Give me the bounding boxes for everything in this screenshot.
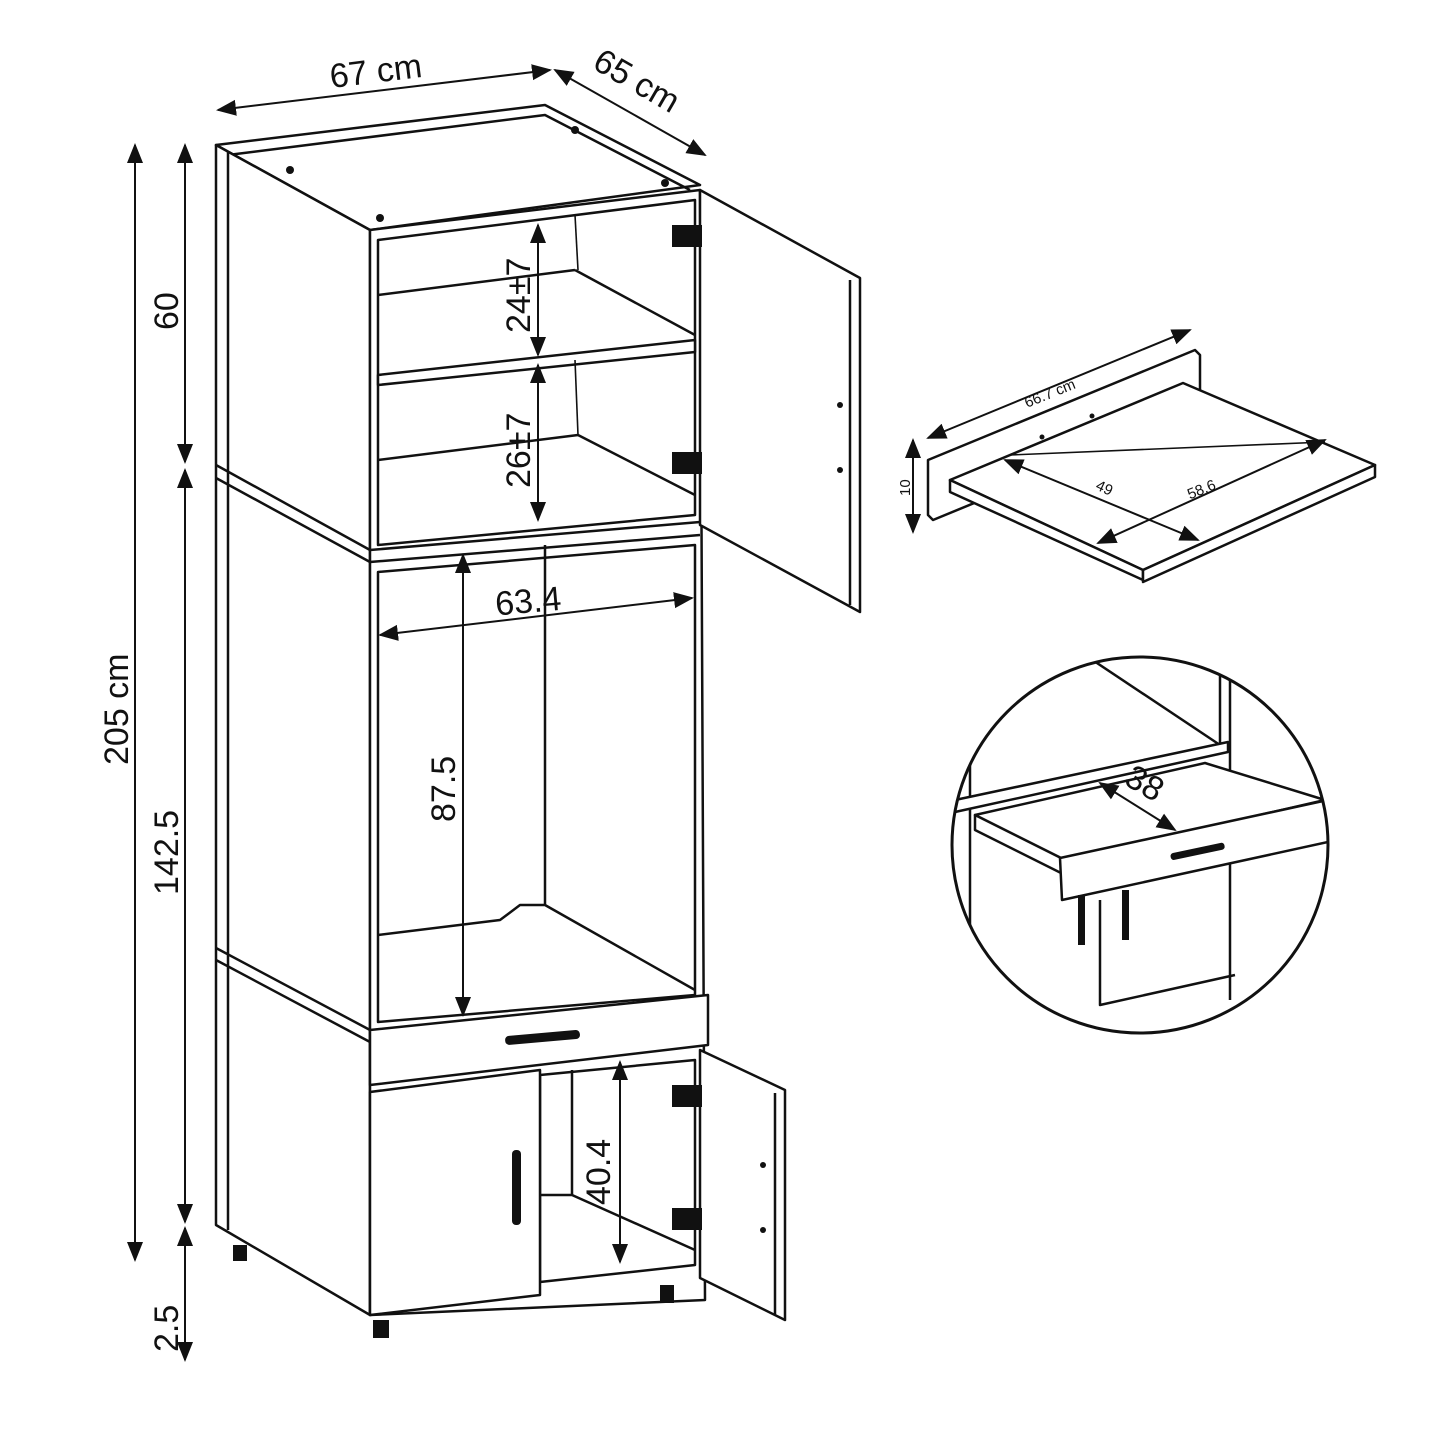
upper-door-open (698, 188, 862, 614)
upper-section-height-label: 60 (148, 292, 186, 330)
depth-label: 65 cm (587, 42, 686, 121)
total-height-label: 205 cm (98, 654, 136, 766)
bottom-left-door (368, 1068, 542, 1317)
bottom-compartment-height-label: 40.4 (580, 1139, 618, 1205)
dimension-lines (127, 64, 707, 1362)
hinge-icon (672, 1208, 702, 1230)
upper-shelf-spacing-label: 24±7 (500, 258, 538, 333)
leg-icon (660, 1285, 674, 1303)
hinge-icon (672, 1085, 702, 1107)
detail-circle (950, 655, 1330, 1035)
tall-cabinet (214, 103, 862, 1338)
door-handle-icon (512, 1150, 521, 1225)
door-handle-icon (1122, 890, 1129, 940)
shelf-detail: 66.7 cm 10 49 58.6 (897, 329, 1377, 584)
hinge-icon (672, 452, 702, 474)
leg-icon (373, 1320, 389, 1338)
drawer-handle-icon (505, 1030, 580, 1045)
hinge-icon (672, 225, 702, 247)
oven-niche-height-label: 87.5 (425, 756, 463, 822)
door-handle-icon (1078, 895, 1085, 945)
leg-icon (233, 1245, 247, 1261)
drawer-handle-icon (1170, 842, 1225, 860)
lower-shelf-spacing-label: 26±7 (500, 413, 538, 488)
shelf-inner-depth-label: 49 (1093, 477, 1115, 499)
leg-height-label: 2.5 (148, 1305, 186, 1352)
upper-shelf (376, 338, 697, 387)
dimension-labels: 67 cm 65 cm 205 cm 60 142.5 2.5 24±7 26±… (98, 42, 686, 1352)
oven-niche-width-label: 63.4 (494, 580, 563, 624)
drawer-detail: 38 (950, 655, 1330, 1035)
shelf-height-label: 10 (897, 479, 914, 496)
bottom-right-door-open (698, 1048, 787, 1322)
left-side-panel (214, 143, 372, 1317)
middle-section-height-label: 142.5 (148, 810, 186, 895)
oven-niche (376, 543, 697, 1024)
width-label: 67 cm (328, 47, 425, 96)
